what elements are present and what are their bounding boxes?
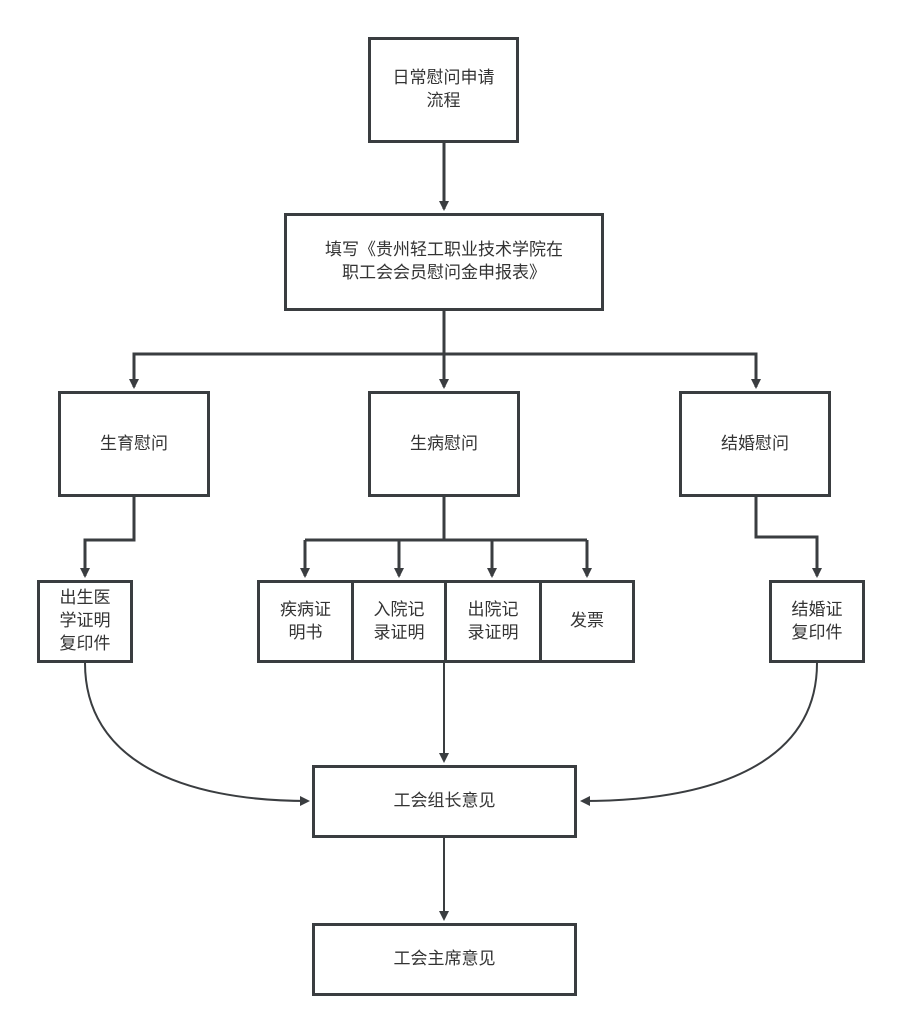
node-diagnosis-certificate[interactable]: 疾病证 明书 [257,580,354,663]
node-discharge-record-line-1: 出院记 [467,599,519,620]
node-illness-condolence[interactable]: 生病慰问 [368,391,520,497]
node-invoice[interactable]: 发票 [539,580,635,663]
node-discharge-record-line-2: 录证明 [467,622,519,643]
edge-form-to-marriage [444,352,761,389]
node-marriage-condolence-label: 结婚慰问 [721,433,789,454]
edge-birth-doc-to-leader [84,662,310,806]
edge-form-to-birth [129,352,444,389]
node-admission-record-line-2: 录证明 [373,622,425,643]
node-start-line-1: 日常慰问申请 [392,68,495,88]
node-fill-form-line-2: 职工会会员慰问金申报表》 [342,263,546,283]
node-birth-certificate-line-1: 出生医 [59,588,111,608]
node-birth-condolence-label: 生育慰问 [100,433,168,454]
node-birth-certificate-line-2: 学证明 [59,611,111,631]
edge-marriage-to-doc [754,497,822,578]
node-birth-condolence[interactable]: 生育慰问 [58,391,210,497]
node-birth-certificate-line-3: 复印件 [59,634,111,654]
node-marriage-certificate-line-2: 复印件 [791,622,843,643]
node-start-line-2: 流程 [426,91,461,111]
node-fill-form[interactable]: 填写《贵州轻工职业技术学院在 职工会会员慰问金申报表》 [284,213,604,311]
node-fill-form-line-1: 填写《贵州轻工职业技术学院在 [325,240,563,260]
node-union-leader-opinion[interactable]: 工会组长意见 [312,765,577,838]
node-illness-condolence-label: 生病慰问 [410,433,478,454]
node-union-chairman-opinion[interactable]: 工会主席意见 [312,923,577,996]
node-marriage-certificate[interactable]: 结婚证 复印件 [769,580,865,663]
node-union-chairman-opinion-label: 工会主席意见 [393,949,496,969]
node-diagnosis-certificate-line-1: 疾病证 [280,599,331,620]
edge-birth-to-doc [80,497,136,578]
node-diagnosis-certificate-line-2: 明书 [288,622,323,643]
edge-marriage-doc-to-leader [580,662,818,806]
node-admission-record-line-1: 入院记 [373,599,425,620]
node-discharge-record[interactable]: 出院记 录证明 [444,580,542,663]
node-marriage-condolence[interactable]: 结婚慰问 [679,391,831,497]
node-union-leader-opinion-label: 工会组长意见 [393,791,496,811]
node-admission-record[interactable]: 入院记 录证明 [351,580,447,663]
node-invoice-label: 发票 [570,611,604,631]
node-marriage-certificate-line-1: 结婚证 [791,599,843,620]
node-birth-certificate[interactable]: 出生医 学证明 复印件 [37,580,133,663]
node-start[interactable]: 日常慰问申请 流程 [368,37,519,143]
